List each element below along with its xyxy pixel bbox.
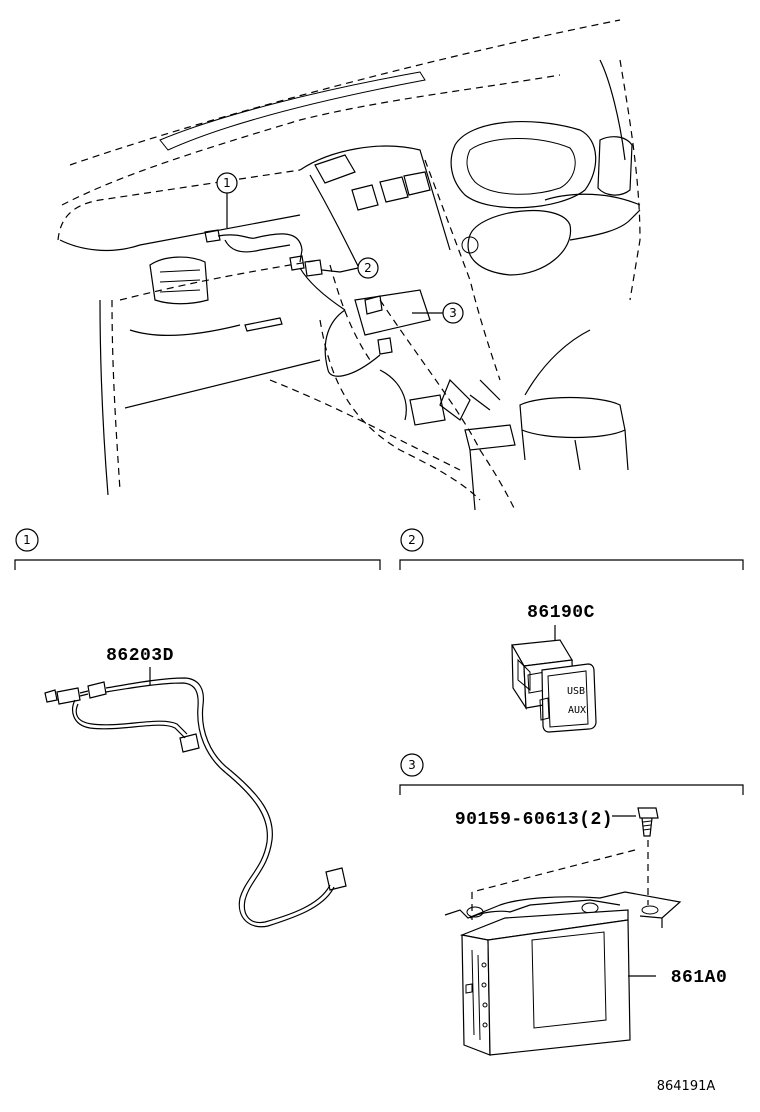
callout-1-label: 1 [223,176,231,190]
part-number-861a0: 861A0 [671,968,728,988]
overview-callout-3: 3 [412,302,464,324]
section-3-number: 3 [408,758,416,772]
part-number-86203d: 86203D [106,646,174,666]
aux-port-label: AUX [568,705,586,716]
figure-id: 864191A [657,1079,716,1094]
harness-86203d: 86203D [44,646,347,928]
section-2-number: 2 [408,533,416,547]
module-861a0: 861A0 [444,849,728,1056]
section-3-header: 3 [399,753,744,795]
dashboard-illustration [57,19,641,511]
section-1-number: 1 [23,533,31,547]
part-number-90159-60613: 90159-60613(2) [455,810,613,830]
section-1-header: 1 [14,528,381,570]
overview-callout-1: 1 [216,172,238,228]
part-number-86190c: 86190C [527,603,595,623]
callout-2-label: 2 [364,261,372,275]
usb-port-label: USB [567,686,585,697]
section-2-header: 2 [399,528,744,570]
overview-harness [204,229,393,377]
bolt-90159-60613: 90159-60613(2) [455,807,659,905]
overview-callout-2: 2 [321,257,379,279]
usb-aux-adapter-86190c: 86190C USB AUX [511,603,597,733]
callout-3-label: 3 [449,306,457,320]
